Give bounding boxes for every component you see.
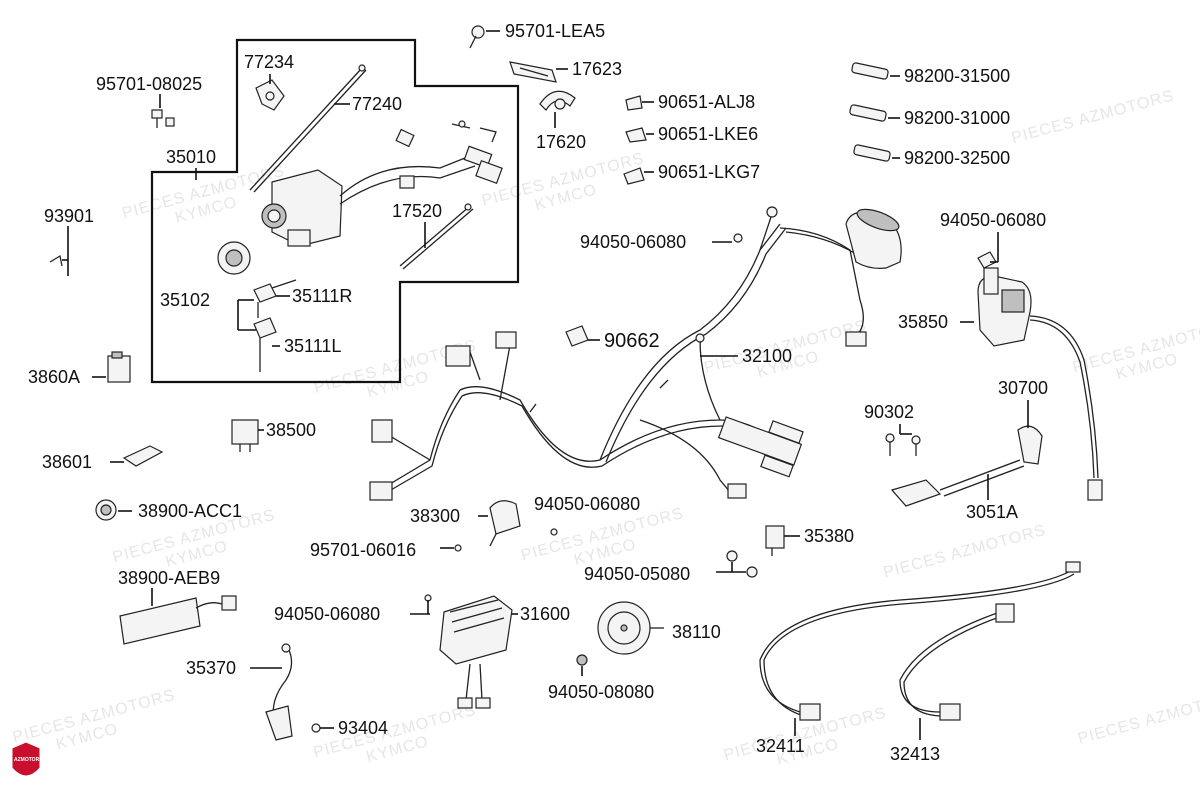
label-38110: 38110 [672, 622, 721, 642]
clamp-17620-icon [539, 90, 576, 111]
ignition-switch-icon [261, 120, 503, 247]
relay-38500-icon [231, 419, 259, 452]
label-77240: 77240 [352, 94, 402, 114]
nut-94050-06080-icon [733, 233, 743, 243]
connector-3051a-icon [890, 479, 942, 507]
label-35370: 35370 [186, 658, 236, 678]
screw-95701-06016-icon [454, 544, 462, 552]
label-17623: 17623 [572, 59, 622, 79]
label-35380: 35380 [804, 526, 854, 546]
lock-set-group-outline [150, 38, 520, 384]
fuse-98200-31500-icon [851, 62, 889, 80]
label-98200-32500: 98200-32500 [904, 148, 1010, 168]
label-32100: 32100 [742, 346, 792, 366]
label-17520: 17520 [392, 201, 442, 221]
label-3051a: 3051A [966, 502, 1018, 522]
bracket-38601-icon [122, 445, 164, 467]
label-17620: 17620 [536, 132, 586, 152]
wire-harness-32100-icon [369, 206, 867, 501]
label-94050-06080-d: 94050-06080 [274, 604, 380, 624]
clip-93901-icon [49, 254, 63, 267]
bolt-95701-lea5-icon [469, 25, 485, 49]
label-35111l: 35111L [284, 336, 341, 356]
label-30700: 30700 [998, 378, 1048, 398]
clip-90662-icon [565, 325, 589, 347]
key-35111r-icon [253, 279, 297, 318]
ground-cable-32413-icon [899, 603, 1015, 721]
relay-3860a-icon [107, 351, 131, 383]
label-95701-lea5: 95701-LEA5 [505, 21, 605, 41]
label-38500: 38500 [266, 420, 316, 440]
clip-90651-lkg7-icon [623, 167, 645, 185]
label-93404: 93404 [338, 718, 388, 738]
label-90651-alj8: 90651-ALJ8 [658, 92, 755, 112]
filter-cap-icon [845, 208, 902, 269]
label-38601: 38601 [42, 452, 92, 472]
clip-90651-lke6-icon [625, 127, 647, 143]
label-90651-lke6: 90651-LKE6 [658, 124, 758, 144]
label-32411: 32411 [756, 736, 805, 756]
label-32413: 32413 [890, 744, 940, 764]
ignition-coil-35850-icon [977, 267, 1103, 501]
label-35010: 35010 [166, 147, 216, 167]
cable-17520-icon [399, 203, 474, 270]
horn-38110-icon [597, 601, 664, 655]
label-98200-31500: 98200-31500 [904, 66, 1010, 86]
watermark-text: PIECES AZMOTORS [882, 522, 1048, 582]
fuse-98200-32500-icon [853, 144, 891, 162]
nut-94050-05080-icon [726, 550, 758, 578]
buzzer-38300-icon [489, 500, 521, 547]
pad-17623-icon [509, 61, 557, 83]
label-90662: 90662 [604, 330, 660, 352]
label-98200-31000: 98200-31000 [904, 108, 1010, 128]
bracket-77234-icon [255, 79, 285, 111]
regulator-31600-icon [439, 595, 513, 709]
lock-cylinder-35102-icon [217, 241, 251, 275]
label-94050-08080: 94050-08080 [548, 682, 654, 702]
label-31600: 31600 [520, 604, 570, 624]
nut-94050-06080-icon [977, 251, 997, 269]
sensor-35370-icon [265, 643, 293, 741]
bolt-95701-08025-icon [151, 109, 175, 128]
azmotors-logo: AZMOTORS [11, 741, 43, 777]
label-94050-05080: 94050-05080 [584, 564, 690, 584]
label-77234: 77234 [244, 52, 294, 72]
fuse-98200-31000-icon [849, 104, 887, 122]
watermark-text: PIECES AZMOTORS [1010, 87, 1176, 147]
key-35111l-icon [253, 317, 277, 372]
nut-94050-08080-icon [576, 654, 588, 666]
label-90302: 90302 [864, 402, 914, 422]
label-95701-06016: 95701-06016 [310, 540, 416, 560]
label-38900-aeb9: 38900-AEB9 [118, 568, 220, 588]
label-93901: 93901 [44, 206, 94, 226]
switch-35380-icon [765, 525, 785, 556]
label-94050-06080-a: 94050-06080 [580, 232, 686, 252]
label-95701-08025: 95701-08025 [96, 74, 202, 94]
socket-38900-acc1-icon [95, 499, 117, 521]
label-35102: 35102 [160, 290, 210, 310]
screw-93404-icon [311, 723, 321, 733]
nut-94050-06080-icon [550, 528, 558, 536]
label-38900-acc1: 38900-ACC1 [138, 501, 242, 521]
label-3860a: 3860A [28, 367, 80, 387]
watermark-text: PIECES AZMOTORS [1076, 688, 1200, 748]
label-94050-06080-c: 94050-06080 [534, 494, 640, 514]
clip-90651-alj8-icon [625, 95, 643, 111]
label-38300: 38300 [410, 506, 460, 526]
label-35111r: 35111R [292, 286, 352, 306]
bolt-90302-icon [885, 433, 921, 456]
module-38900-aeb9-icon [119, 595, 237, 645]
spark-plug-cap-30700-icon [939, 425, 1043, 497]
battery-cable-32411-icon [759, 561, 1081, 721]
label-90651-lkg7: 90651-LKG7 [658, 162, 760, 182]
label-94050-06080-b: 94050-06080 [940, 210, 1046, 230]
logo-text: AZMOTORS [14, 757, 43, 763]
label-35850: 35850 [898, 312, 948, 332]
cable-77240-icon [249, 64, 367, 193]
